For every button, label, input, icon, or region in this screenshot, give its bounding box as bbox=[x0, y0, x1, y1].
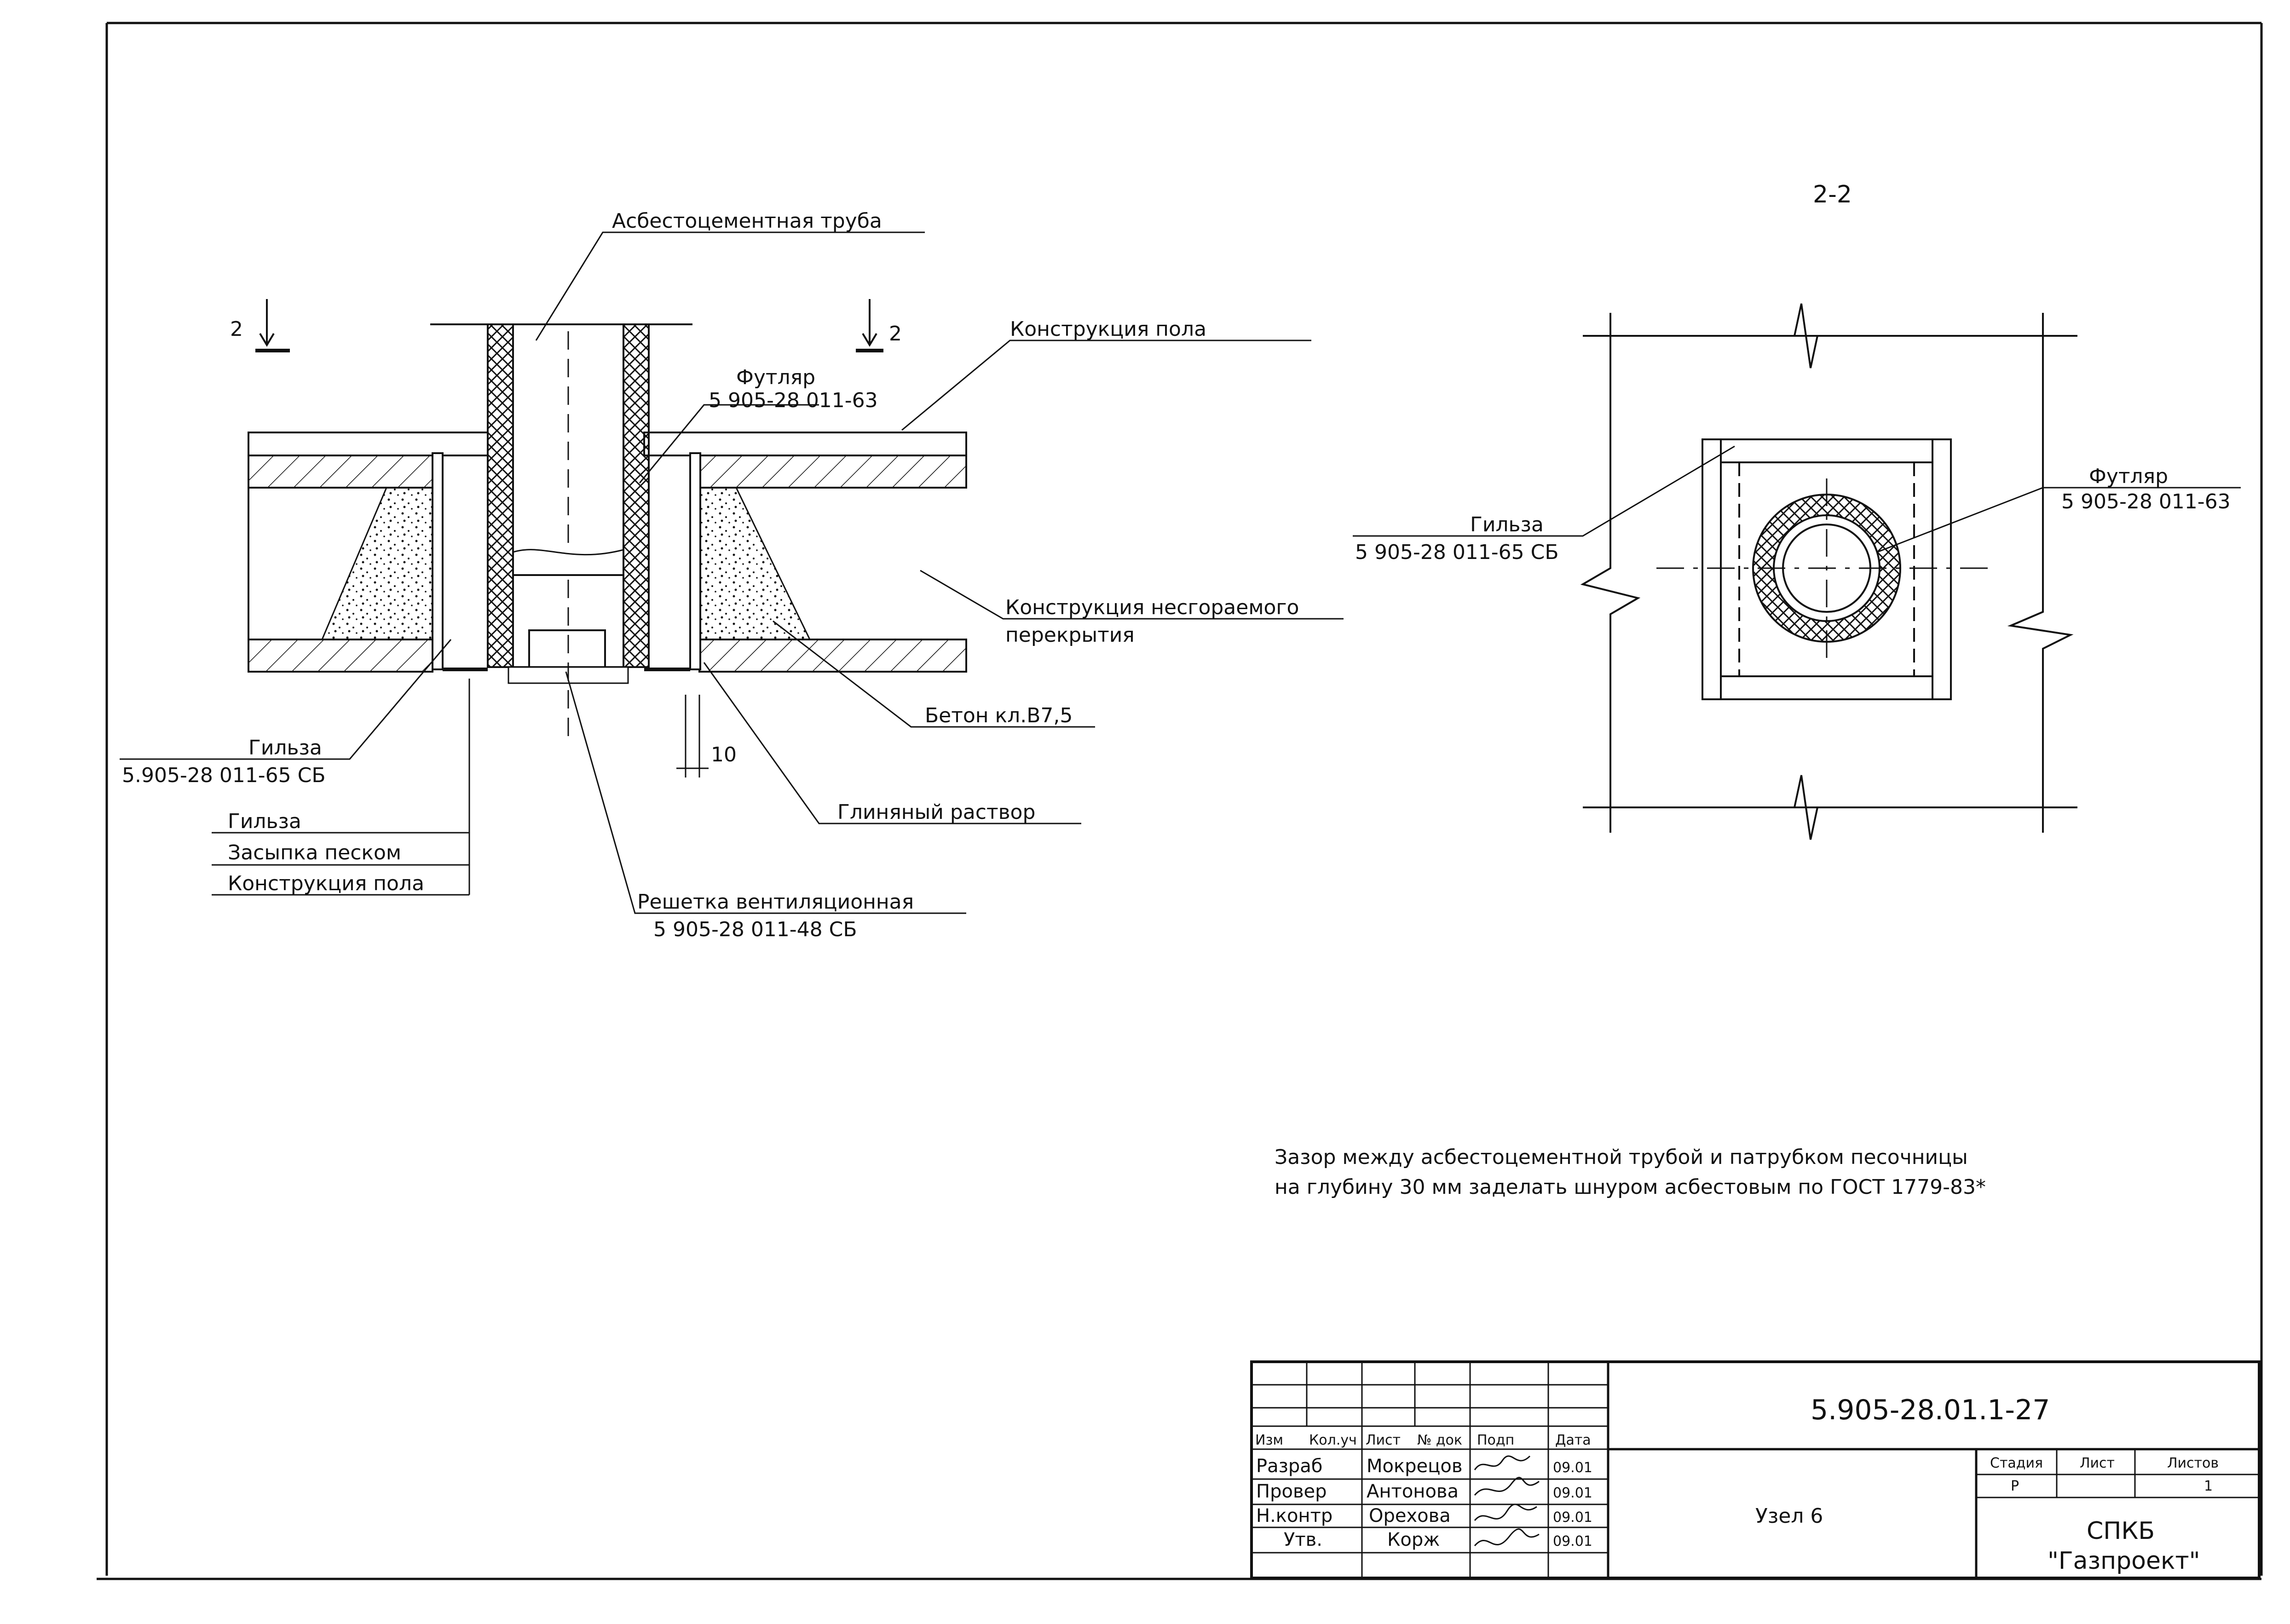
sheets-value: 1 bbox=[2204, 1478, 2213, 1494]
label-vent-grid: Решетка вентиляционная bbox=[637, 890, 914, 914]
label-floor-construction: Конструкция пола bbox=[1010, 317, 1206, 341]
cut-mark-right-number: 2 bbox=[889, 322, 902, 346]
legend-sand: Засыпка песком bbox=[228, 841, 401, 864]
dimension-10: 10 bbox=[711, 743, 737, 766]
label-sleeve-left: Гильза bbox=[248, 736, 322, 760]
sheet-frame bbox=[97, 22, 2263, 1580]
label-asbestos-pipe: Асбестоцементная труба bbox=[612, 209, 882, 233]
role-approver: Утв. bbox=[1284, 1529, 1322, 1550]
hdr-kol: Кол.уч bbox=[1309, 1432, 1357, 1448]
org-name-2: "Газпроект" bbox=[2048, 1547, 2200, 1575]
role-developer: Разраб bbox=[1256, 1456, 1322, 1477]
label-sleeve-right-code: 5 905-28 011-65 СБ bbox=[1355, 541, 1559, 564]
label-vent-grid-code: 5 905-28 011-48 СБ bbox=[653, 918, 857, 941]
name-approver: Корж bbox=[1387, 1529, 1440, 1550]
label-case-right-code: 5 905-28 011-63 bbox=[2061, 490, 2231, 513]
legend-sleeve: Гильза bbox=[228, 810, 301, 833]
note-line-2: на глубину 30 мм заделать шнуром асбесто… bbox=[1275, 1175, 1986, 1199]
name-developer: Мокрецов bbox=[1367, 1456, 1462, 1477]
name-normcontrol: Орехова bbox=[1369, 1505, 1451, 1526]
label-concrete: Бетон кл.В7,5 bbox=[925, 704, 1073, 727]
label-sleeve-left-code: 5.905-28 011-65 СБ bbox=[122, 764, 326, 787]
label-case-right: Футляр bbox=[2089, 465, 2168, 488]
label-clay-mortar: Глиняный раствор bbox=[837, 800, 1035, 824]
signatures bbox=[1474, 1455, 1540, 1546]
date-developer: 09.01 bbox=[1553, 1460, 1592, 1476]
stage-value: Р bbox=[2011, 1478, 2019, 1494]
section-view: 2 2 bbox=[120, 209, 1344, 941]
node-name: Узел 6 bbox=[1755, 1504, 1823, 1528]
title-block bbox=[1250, 1360, 2261, 1579]
label-case-code: 5 905-28 011-63 bbox=[709, 389, 878, 412]
label-fireproof-1: Конструкция несгораемого bbox=[1005, 596, 1299, 619]
label-case: Футляр bbox=[736, 366, 815, 389]
label-sleeve-right: Гильза bbox=[1470, 513, 1544, 536]
org-name-1: СПКБ bbox=[2087, 1517, 2155, 1545]
sheets-label: Листов bbox=[2167, 1455, 2219, 1471]
role-normcontrol: Н.контр bbox=[1256, 1505, 1332, 1526]
hdr-podp: Подп bbox=[1477, 1432, 1514, 1448]
doc-code: 5.905-28.01.1-27 bbox=[1811, 1394, 2050, 1426]
name-checker: Антонова bbox=[1367, 1481, 1459, 1502]
hdr-izm: Изм bbox=[1255, 1432, 1283, 1448]
date-approver: 09.01 bbox=[1553, 1533, 1592, 1549]
legend-floor: Конструкция пола bbox=[228, 872, 424, 895]
hdr-list: Лист bbox=[1366, 1432, 1401, 1448]
hdr-date: Дата bbox=[1555, 1432, 1591, 1448]
hdr-doc: № док bbox=[1417, 1432, 1462, 1448]
role-checker: Провер bbox=[1256, 1481, 1327, 1502]
stage-label: Стадия bbox=[1990, 1455, 2043, 1471]
date-normcontrol: 09.01 bbox=[1553, 1509, 1592, 1526]
sheet-label: Лист bbox=[2080, 1455, 2115, 1471]
plan-view: 2-2 Гильза 5 905-28 011-65 С bbox=[1353, 181, 2241, 840]
cut-mark-left-number: 2 bbox=[230, 317, 243, 341]
date-checker: 09.01 bbox=[1553, 1485, 1592, 1501]
label-fireproof-2: перекрытия bbox=[1005, 623, 1135, 647]
note-line-1: Зазор между асбестоцементной трубой и па… bbox=[1275, 1146, 1968, 1169]
section-title: 2-2 bbox=[1813, 181, 1852, 208]
